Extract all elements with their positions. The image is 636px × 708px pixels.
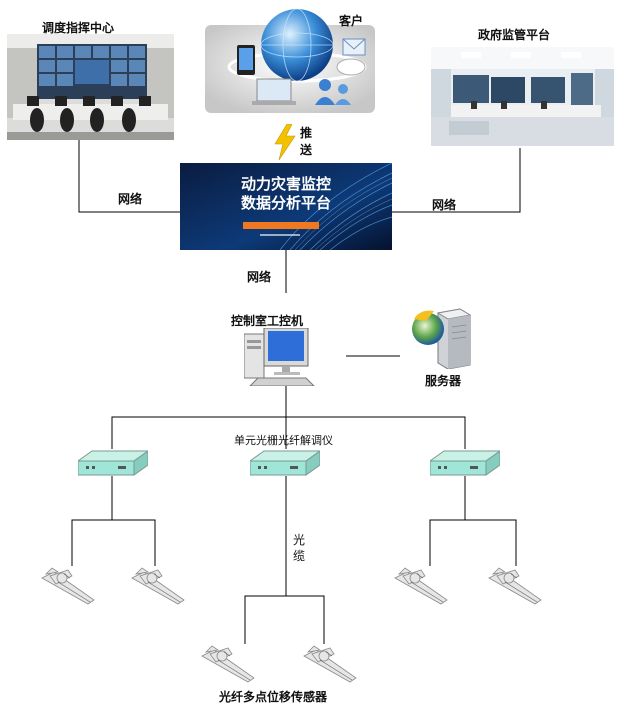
displacement-sensor-icon	[40, 566, 96, 606]
displacement-sensor-icon	[302, 644, 358, 684]
server-label: 服务器	[425, 374, 462, 388]
displacement-sensor-icon	[487, 566, 543, 606]
demodulator-label: 单元光栅光纤解调仪	[234, 434, 333, 447]
lightning-icon	[273, 123, 297, 161]
dispatch-center-label: 调度指挥中心	[42, 21, 115, 35]
displacement-sensor-icon	[130, 566, 186, 606]
dispatch-center-photo	[7, 34, 174, 140]
platform-title-line2: 数据分析平台	[240, 194, 331, 212]
rack-device-icon	[248, 449, 322, 477]
push-label-1: 推	[300, 126, 313, 140]
network-label-down: 网络	[247, 270, 272, 284]
rack-device-icon	[428, 449, 502, 477]
displacement-sensor-icon	[200, 644, 256, 684]
control-pc-label: 控制室工控机	[231, 314, 304, 328]
cable-label-2: 缆	[293, 549, 306, 563]
desktop-computer-icon	[243, 327, 324, 387]
gov-platform-label: 政府监管平台	[478, 28, 551, 42]
network-label-left: 网络	[118, 192, 143, 206]
gov-platform-photo	[431, 47, 614, 146]
sensor-label: 光纤多点位移传感器	[219, 690, 328, 704]
client-label: 客户	[339, 14, 364, 28]
client-illustration	[205, 5, 375, 113]
server-tower-icon	[408, 305, 474, 370]
push-label-2: 送	[300, 143, 313, 157]
cable-label-1: 光	[293, 533, 306, 547]
analysis-platform-panel: 动力灾害监控 数据分析平台	[180, 163, 392, 250]
platform-title-line1: 动力灾害监控	[240, 175, 331, 193]
rack-device-icon	[76, 449, 150, 477]
displacement-sensor-icon	[393, 566, 449, 606]
network-label-right: 网络	[432, 198, 457, 212]
